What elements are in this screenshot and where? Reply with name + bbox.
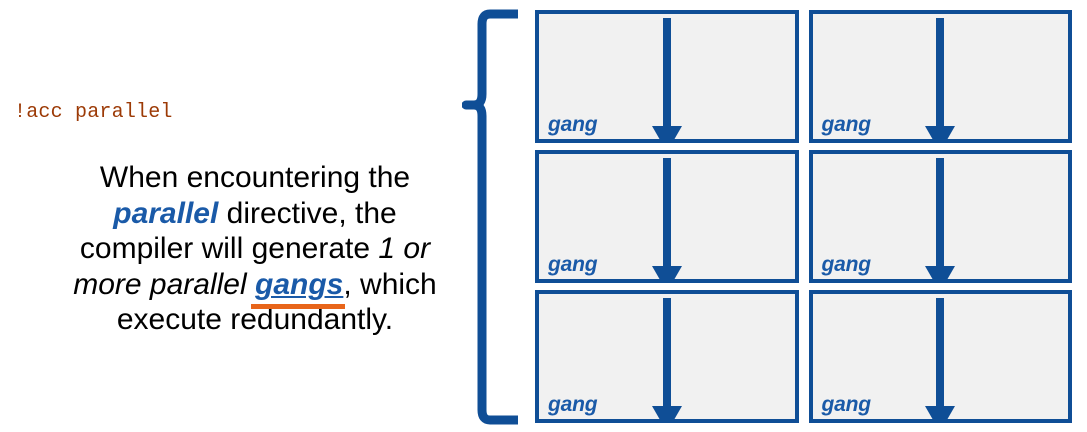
description-paragraph: When encountering the parallel directive… (60, 160, 450, 338)
gang-cell[interactable]: gang (535, 290, 799, 423)
description-segment-5: , which execute redundantly. (116, 267, 437, 337)
gang-label: gang (548, 253, 598, 276)
down-arrow-icon (925, 158, 956, 279)
gang-label: gang (548, 113, 598, 136)
gang-label: gang (548, 393, 598, 416)
gang-cell[interactable]: gang (535, 150, 799, 283)
gang-grid: gang gang gang gang gang (535, 10, 1072, 423)
gang-cell[interactable]: gang (808, 10, 1072, 143)
description-keyword-gangs: gangs (255, 267, 344, 301)
curly-brace-icon (461, 9, 523, 425)
curly-brace-connector (461, 6, 523, 428)
gang-cell[interactable]: gang (535, 10, 799, 143)
gang-cell[interactable]: gang (808, 150, 1072, 283)
gang-cell[interactable]: gang (808, 290, 1072, 423)
down-arrow-icon (925, 298, 956, 419)
down-arrow-icon (651, 158, 682, 279)
down-arrow-icon (925, 18, 956, 139)
description-segment-3: 1 or more parallel (73, 232, 431, 301)
gang-label: gang (821, 393, 872, 416)
directive-code-text: !acc parallel (14, 101, 173, 124)
down-arrow-icon (651, 18, 682, 139)
description-segment-2: directive, the compiler will generate (79, 196, 397, 266)
description-segment-0: When encountering the (99, 161, 411, 194)
gang-label: gang (821, 253, 872, 276)
gang-label: gang (821, 113, 872, 136)
description-keyword-parallel: parallel (113, 196, 219, 230)
down-arrow-icon (651, 298, 682, 419)
